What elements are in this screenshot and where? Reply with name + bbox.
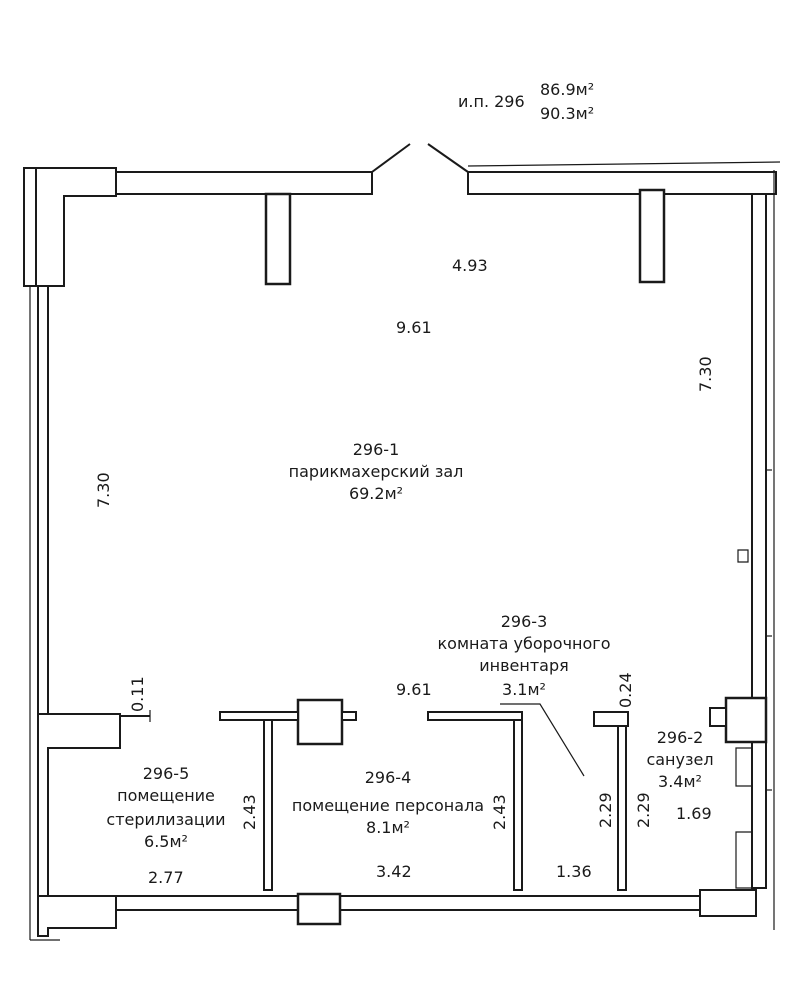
dim-room3-width: 1.36: [556, 862, 592, 881]
column-bottom-wall: [296, 892, 342, 926]
dim-room5-width: 2.77: [148, 868, 184, 887]
partition-4-stub: [341, 711, 357, 721]
room-296-5-id: 296-5: [142, 764, 190, 783]
room-296-3-name-2: инвентаря: [479, 656, 569, 675]
room-296-4-id: 296-4: [364, 768, 412, 787]
door-leaf-right: [427, 143, 469, 173]
room-296-2-id: 296-2: [656, 728, 704, 747]
wall-detail-1: [737, 549, 749, 563]
wall-right: [751, 193, 767, 889]
wall-detail-2: [735, 747, 753, 787]
dim-room5-height: 2.43: [240, 794, 259, 830]
unit-area-1: 86.9м²: [540, 80, 595, 99]
door-leaf-left: [371, 143, 411, 173]
partition-4-3: [513, 719, 523, 891]
unit-number: и.п. 296: [458, 92, 525, 111]
room-296-5-name-1: помещение: [117, 786, 215, 805]
partition-4-3-top: [427, 711, 523, 721]
column-right-nub: [709, 707, 727, 727]
room-296-5-area: 6.5м²: [144, 832, 188, 851]
dim-top-inner: 4.93: [452, 256, 488, 275]
room-296-1-area: 69.2м²: [348, 484, 404, 503]
wall-top-left-corner: [23, 167, 117, 287]
wall-bottom-left-block: [37, 895, 117, 937]
partition-3-2: [617, 725, 627, 891]
room-296-2-area: 3.4м²: [658, 772, 702, 791]
room-296-3-area: 3.1м²: [502, 680, 546, 699]
room-296-3-name-1: комната уборочного: [437, 634, 611, 653]
column-top-right: [638, 188, 666, 284]
room-296-1-id: 296-1: [352, 440, 400, 459]
wall-top-left: [115, 171, 373, 195]
column-bottom-middle: [296, 698, 344, 746]
column-top-left: [264, 192, 292, 286]
dim-right-wall-offset: 0.24: [616, 672, 635, 708]
dim-hall-width-lower: 9.61: [396, 680, 432, 699]
dim-left-height: 7.30: [94, 472, 113, 508]
room-296-2-name: санузел: [646, 750, 714, 769]
wall-left: [37, 285, 49, 717]
dim-right-height: 7.30: [696, 356, 715, 392]
room-296-4-name: помещение персонала: [291, 796, 485, 815]
room-296-1-name: парикмахерский зал: [288, 462, 464, 481]
room-296-3-id: 296-3: [500, 612, 548, 631]
room-296-4-area: 8.1м²: [366, 818, 410, 837]
dim-left-wall-offset: 0.11: [128, 676, 147, 712]
room-296-5-name-2: стерилизации: [106, 810, 226, 829]
dim-room4-height: 2.43: [490, 794, 509, 830]
partition-5-4-top: [219, 711, 299, 721]
wall-detail-3: [735, 831, 753, 889]
unit-area-2: 90.3м²: [540, 104, 595, 123]
partition-5-4: [263, 719, 273, 891]
dim-hall-width: 9.61: [396, 318, 432, 337]
dim-room3-height-right: 2.29: [634, 792, 653, 828]
column-right: [724, 696, 768, 744]
wall-top-right: [467, 171, 777, 195]
wall-bottom-left-corner: [37, 713, 121, 897]
dim-room3-height-left: 2.29: [596, 792, 615, 828]
dim-room2: 1.69: [676, 804, 712, 823]
wall-bottom-right-block: [699, 889, 757, 917]
leader-line-296-3: [500, 703, 585, 777]
wall-bottom: [47, 895, 701, 911]
dim-room4-width: 3.42: [376, 862, 412, 881]
wall-top-right-ext: [467, 161, 781, 167]
partition-3-2-top: [593, 711, 629, 727]
